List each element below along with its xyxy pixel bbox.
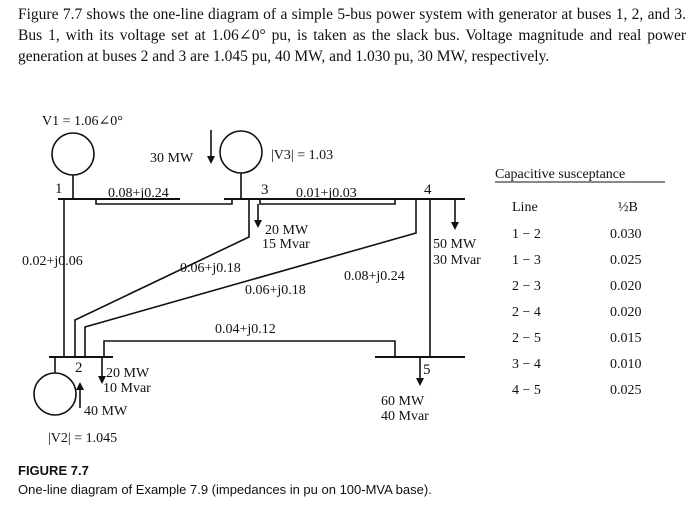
generator-bus3: [219, 130, 263, 174]
table-row-b: 0.020: [610, 305, 642, 320]
bus1-voltage-label: V1 = 1.06∠0°: [42, 114, 123, 129]
bus4-load-p: 50 MW: [433, 237, 477, 252]
table-row-line: 3 − 4: [512, 357, 541, 372]
table-row-b: 0.025: [610, 253, 642, 268]
bus-number-4: 4: [424, 182, 432, 198]
figure-caption: One-line diagram of Example 7.9 (impedan…: [18, 482, 432, 497]
figure-title: FIGURE 7.7: [18, 463, 89, 478]
line-2-5: [103, 340, 396, 357]
generator-bus1: [51, 132, 95, 176]
impedance-line-1-2: 0.02+j0.06: [22, 254, 83, 269]
arrowhead-bus4-load: [451, 222, 459, 230]
bus2-voltage-label: |V2| = 1.045: [48, 431, 117, 446]
line-3-4: [259, 199, 396, 205]
bus3-voltage-label: |V3| = 1.03: [271, 148, 333, 163]
line-1-3: [95, 199, 233, 205]
table-row-b: 0.015: [610, 331, 642, 346]
table-row-b: 0.025: [610, 383, 642, 398]
bus4-load-q: 30 Mvar: [433, 253, 481, 268]
bus3-load-q: 15 Mvar: [262, 237, 310, 252]
line-2-3-upper: [74, 199, 250, 357]
impedance-line-2-5: 0.04+j0.12: [215, 322, 276, 337]
impedance-line-3-4: 0.01+j0.03: [296, 186, 357, 201]
impedance-line-2-3b: 0.06+j0.18: [245, 283, 306, 298]
table-row-line: 1 − 3: [512, 253, 541, 268]
arrowhead-bus2-load: [98, 376, 106, 384]
bus-number-5: 5: [423, 362, 431, 378]
impedance-line-4-5: 0.08+j0.24: [344, 269, 405, 284]
arrowhead-bus5-load: [416, 378, 424, 386]
table-row-line: 2 − 4: [512, 305, 541, 320]
table-header-line: Line: [512, 200, 538, 215]
bus3-gen-power-label: 30 MW: [150, 151, 194, 166]
bus2-load-q: 10 Mvar: [103, 381, 151, 396]
bus3-load-p: 20 MW: [265, 223, 309, 238]
impedance-line-1-3: 0.08+j0.24: [108, 186, 169, 201]
table-row-line: 2 − 3: [512, 279, 541, 294]
arrowhead-gen2: [76, 382, 84, 390]
table-row-line: 4 − 5: [512, 383, 541, 398]
bus2-load-p: 20 MW: [106, 366, 150, 381]
table-row-line: 2 − 5: [512, 331, 541, 346]
arrowhead-bus3-load: [254, 220, 262, 228]
bus-number-3: 3: [261, 182, 269, 198]
table-row-b: 0.010: [610, 357, 642, 372]
bus-number-2: 2: [75, 360, 83, 376]
table-row-line: 1 − 2: [512, 227, 541, 242]
susceptance-table-title: Capacitive susceptance: [495, 167, 625, 182]
impedance-line-2-3a: 0.06+j0.18: [180, 261, 241, 276]
bus5-load-q: 40 Mvar: [381, 409, 429, 424]
table-header-b: ½B: [618, 200, 638, 215]
table-row-b: 0.030: [610, 227, 642, 242]
generator-bus2: [33, 372, 77, 416]
intro-paragraph: Figure 7.7 shows the one-line diagram of…: [18, 6, 686, 65]
bus5-load-p: 60 MW: [381, 394, 425, 409]
arrowhead-gen3: [207, 156, 215, 164]
table-row-b: 0.020: [610, 279, 642, 294]
line-2-3-lower: [84, 199, 417, 357]
bus-number-1: 1: [55, 181, 63, 197]
bus2-gen-power-label: 40 MW: [84, 404, 128, 419]
